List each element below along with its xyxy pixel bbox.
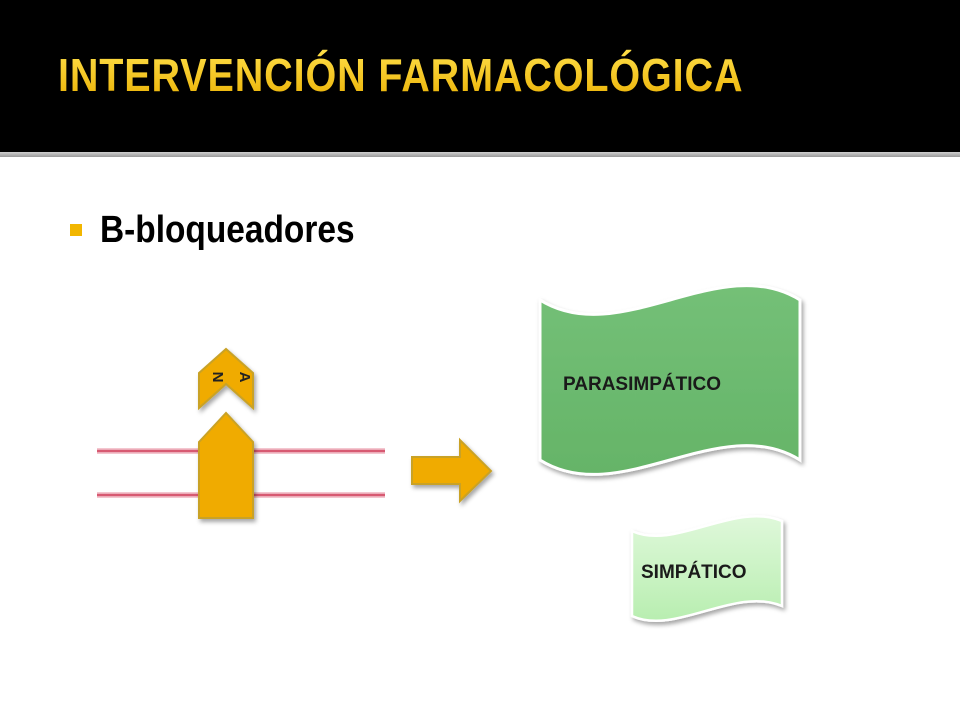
- bullet-square-icon: [70, 224, 82, 236]
- na-label-a: A: [236, 372, 253, 383]
- title-bar: [0, 0, 960, 152]
- na-chevron-shape: [198, 347, 254, 411]
- na-label-n: N: [209, 372, 226, 383]
- sympathetic-banner: [630, 515, 784, 622]
- sympathetic-label: SIMPÁTICO: [641, 561, 747, 583]
- parasympathetic-label: PARASIMPÁTICO: [563, 373, 721, 395]
- bullet-text: B-bloqueadores: [100, 208, 355, 251]
- right-arrow-icon: [411, 437, 493, 504]
- title-divider: [0, 152, 960, 157]
- receptor-arrow: [198, 411, 254, 519]
- slide-title: INTERVENCIÓN FARMACOLÓGICA: [58, 49, 744, 101]
- bullet-item: B-bloqueadores: [70, 205, 389, 255]
- parasympathetic-banner: [538, 284, 802, 476]
